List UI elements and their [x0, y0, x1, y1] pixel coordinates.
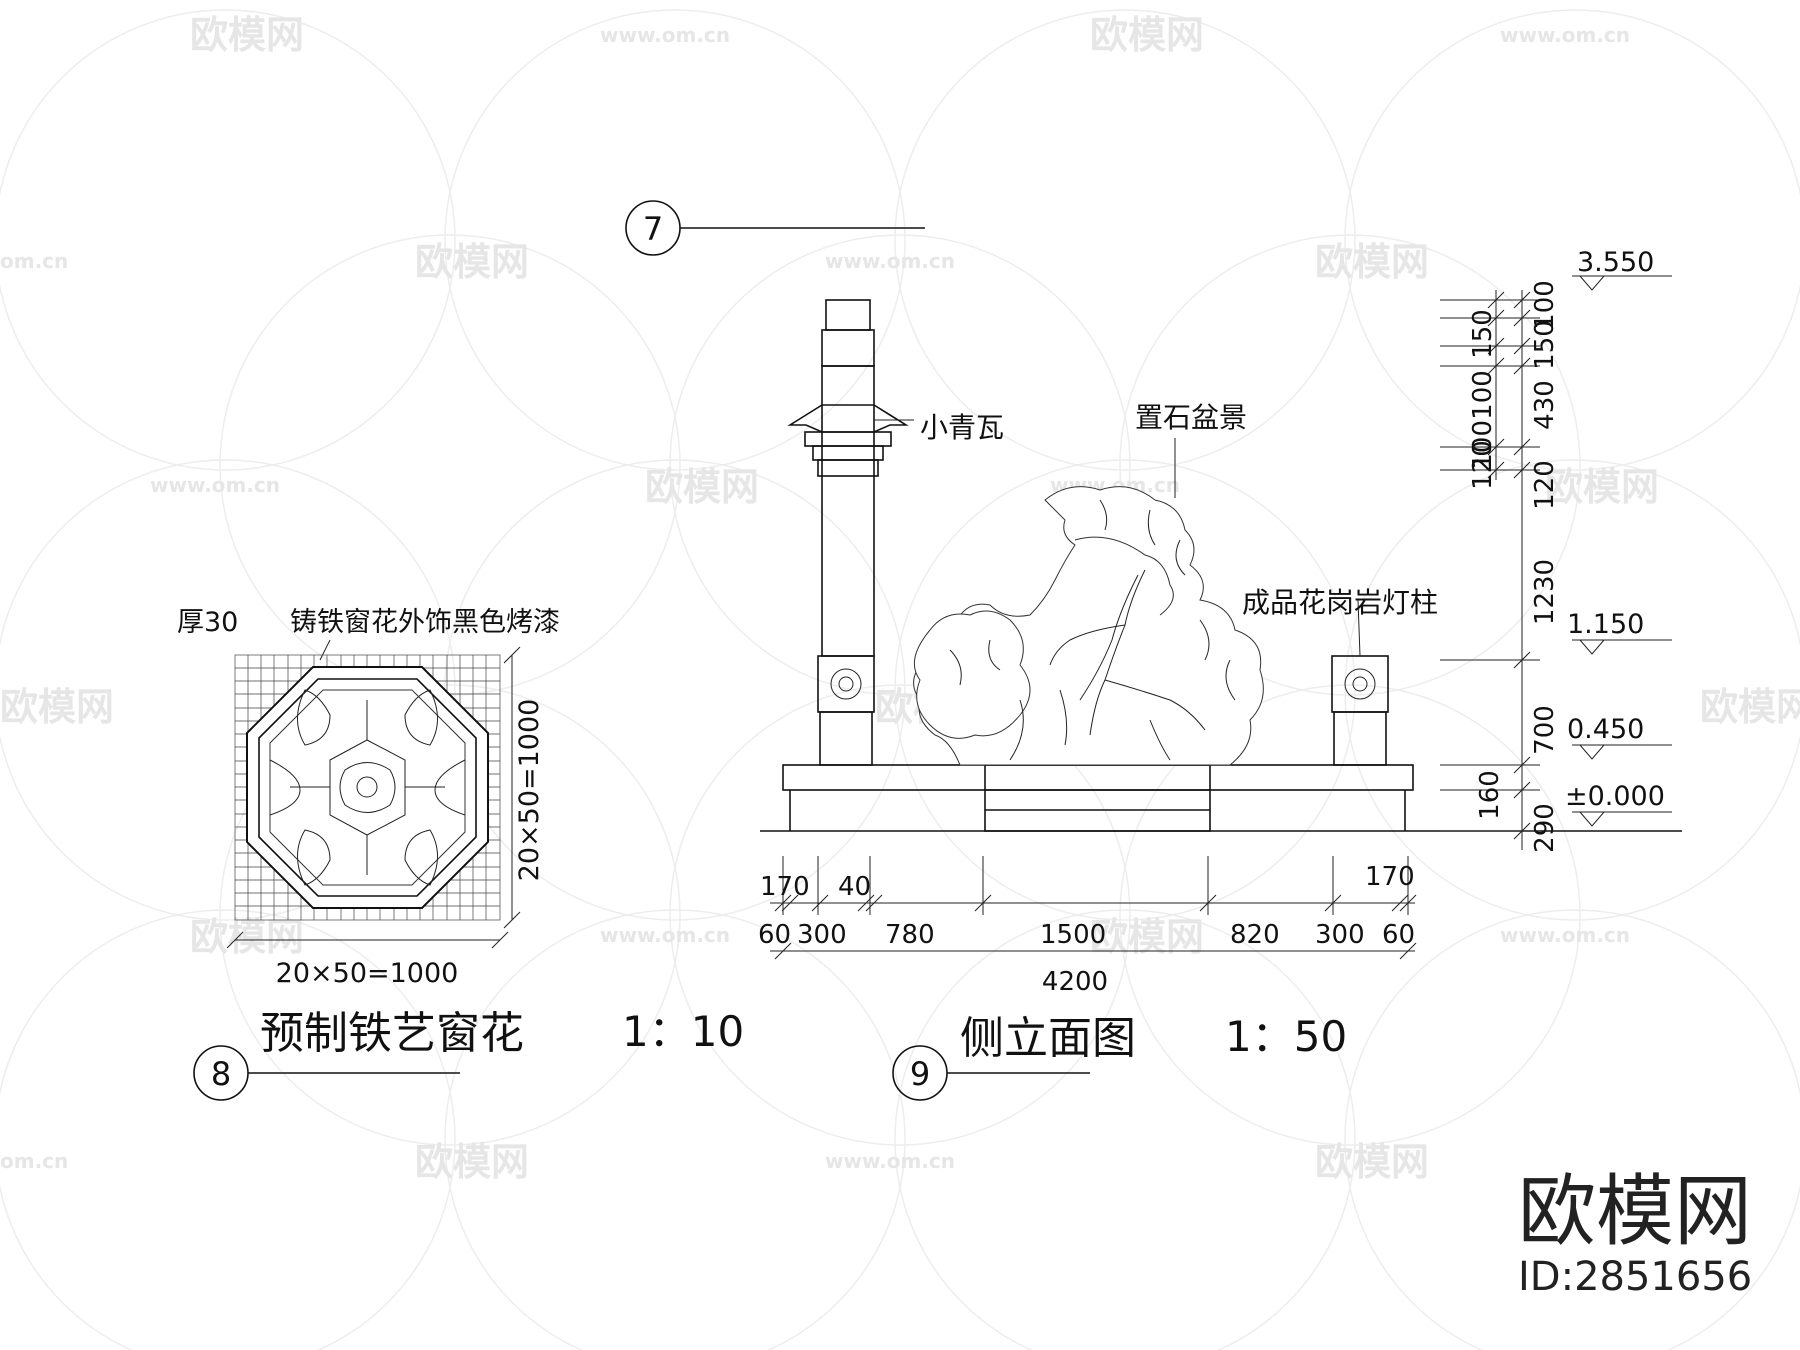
dim-v-right-6: 160 [1475, 770, 1505, 820]
detail-number: 8 [211, 1055, 231, 1093]
brand-name: 欧模网 [1518, 1167, 1752, 1257]
dim-h2-5: 300 [1315, 920, 1365, 950]
dim-v-right-7: 290 [1530, 803, 1560, 853]
dim-vertical: 20×50=1000 [514, 699, 545, 882]
watermark-site: www.om.cn [1500, 923, 1630, 947]
level-2: 0.450 [1567, 714, 1644, 745]
dim-h2-0: 60 [758, 920, 791, 950]
watermark-brand: 欧模网 [415, 240, 529, 284]
horizontal-dims: 170 40 170 60 300 780 1500 820 300 60 42… [758, 856, 1417, 997]
watermark-site: www.om.cn [150, 473, 280, 497]
elevation-scale: 1：50 [1225, 1012, 1347, 1061]
watermark-brand: 欧模网 [1700, 685, 1800, 729]
dim-h2-4: 820 [1230, 920, 1280, 950]
level-3: ±0.000 [1565, 781, 1665, 812]
level-markers: 3.550 1.150 0.450 ±0.000 [1565, 247, 1672, 827]
watermark-brand: 欧模网 [0, 685, 114, 729]
watermark-site-short: om.cn [0, 249, 68, 273]
dim-horizontal: 20×50=1000 [276, 958, 459, 989]
watermark-layer: 欧模网 欧模网 欧模网 欧模网 欧模网 欧模网 欧模网 欧模网 欧模网 欧模网 … [0, 9, 1800, 1350]
label-lamp: 成品花岗岩灯柱 [1242, 586, 1438, 619]
vertical-dims: 100 150 100 120 100 150 430 120 1230 700… [1440, 280, 1560, 853]
dim-v-left-2: 100 [1468, 420, 1498, 470]
watermark-brand: 欧模网 [1090, 915, 1204, 959]
watermark-brand: 欧模网 [1315, 240, 1429, 284]
lamp-post [1331, 599, 1389, 766]
watermark-brand: 欧模网 [645, 465, 759, 509]
label-tile: 小青瓦 [920, 411, 1004, 444]
watermark-brand: 欧模网 [415, 1140, 529, 1184]
dim-h1-2: 170 [1365, 862, 1415, 892]
watermark-site: www.om.cn [825, 1149, 955, 1173]
callout-7: 7 [625, 200, 925, 256]
elevation-title: 侧立面图 [960, 1013, 1136, 1064]
detail-title: 预制铁艺窗花 [260, 1008, 524, 1059]
dim-v-left-0: 100 [1468, 370, 1498, 420]
dim-h2-2: 780 [885, 920, 935, 950]
brand-block: 欧模网 ID:2851656 [1518, 1167, 1752, 1300]
level-1: 1.150 [1567, 609, 1644, 640]
watermark-site: www.om.cn [600, 23, 730, 47]
callout-number: 7 [643, 210, 663, 248]
level-0: 3.550 [1577, 247, 1654, 278]
material-label: 铸铁窗花外饰黑色烤漆 [290, 607, 560, 638]
dim-h1-0: 170 [760, 872, 810, 902]
watermark-brand: 欧模网 [1090, 13, 1204, 57]
watermark-site: www.om.cn [825, 249, 955, 273]
watermark-site: www.om.cn [1500, 23, 1630, 47]
dim-h2-1: 300 [797, 920, 847, 950]
watermark-brand: 欧模网 [1315, 1140, 1429, 1184]
dim-v-left-1: 150 [1468, 309, 1498, 359]
label-bonsai: 置石盆景 [1135, 401, 1247, 434]
side-elevation: 小青瓦 置石盆景 成品花岗岩灯柱 100 150 100 120 100 150 [758, 247, 1682, 1101]
watermark-brand: 欧模网 [1545, 465, 1659, 509]
dim-v-left-3: 120 [1468, 440, 1498, 490]
thickness-label: 厚30 [177, 607, 238, 638]
dim-v-right-2: 430 [1530, 380, 1560, 430]
detail-scale: 1：10 [622, 1007, 744, 1056]
elevation-number: 9 [910, 1055, 930, 1093]
dim-h2-6: 60 [1382, 920, 1415, 950]
dim-v-right-0: 100 [1530, 280, 1560, 330]
watermark-site: www.om.cn [600, 923, 730, 947]
watermark-brand: 欧模网 [190, 915, 304, 959]
watermark-brand: 欧模网 [190, 13, 304, 57]
dim-v-right-4: 1230 [1530, 559, 1560, 625]
window-detail: 厚30 铸铁窗花外饰黑色烤漆 20×50=1000 [177, 607, 744, 1101]
dim-v-right-3: 120 [1530, 460, 1560, 510]
dim-h1-1: 40 [838, 872, 871, 902]
watermark-site-short: om.cn [0, 1149, 68, 1173]
dim-total: 4200 [1042, 967, 1108, 997]
dim-h2-3: 1500 [1040, 920, 1106, 950]
rockery-bonsai [913, 438, 1264, 766]
gate-pillar [787, 299, 909, 766]
octagon-frame [246, 666, 489, 909]
brand-id: ID:2851656 [1518, 1254, 1752, 1300]
dim-v-right-1: 150 [1530, 320, 1560, 370]
dim-v-right-5: 700 [1530, 705, 1560, 755]
